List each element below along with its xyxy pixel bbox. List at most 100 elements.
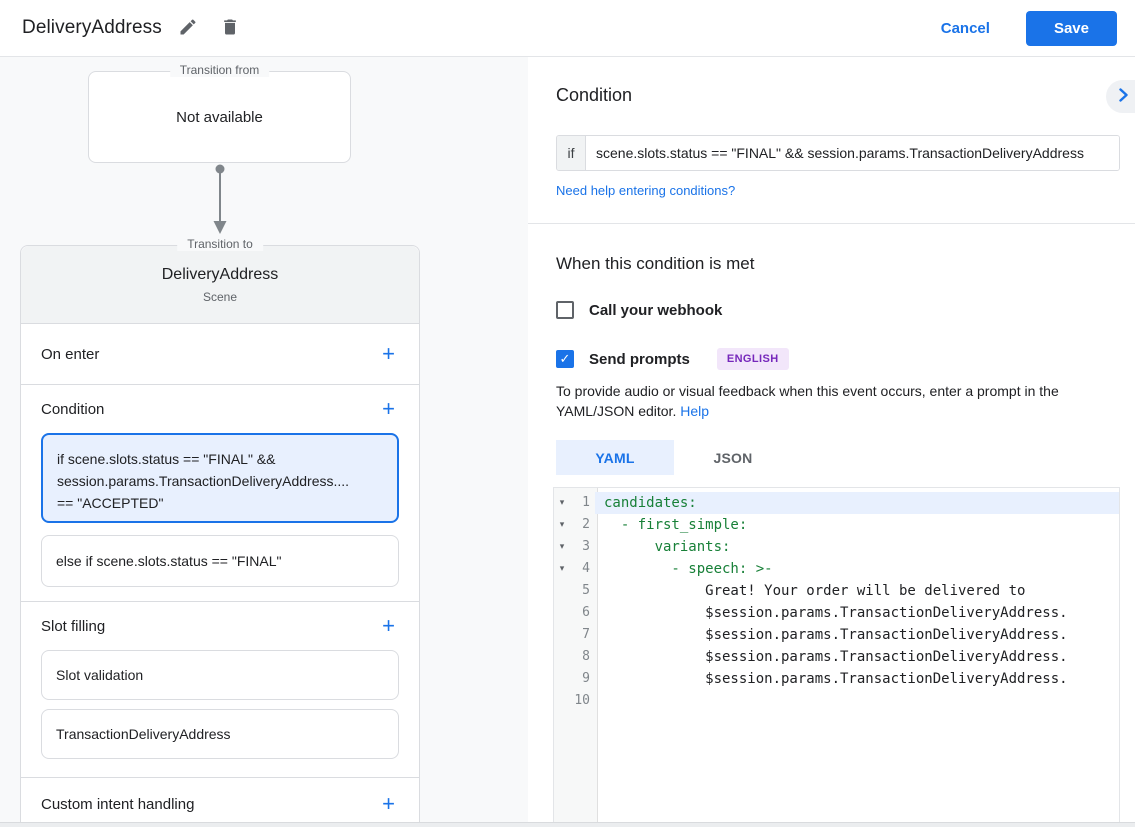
line-number: 5	[582, 583, 590, 598]
slot-filling-section: Slot filling + Slot validation Transacti…	[21, 601, 419, 777]
yaml-editor-lines: ▾ 1 candidates: ▾ 2 - first_simple: ▾3 varian…	[554, 488, 1119, 712]
add-on-enter-button[interactable]: +	[382, 341, 395, 366]
fold-arrow-icon[interactable]: ▾	[559, 542, 565, 552]
transition-to-header[interactable]: Transition to DeliveryAddress Scene	[21, 237, 419, 324]
editor-line[interactable]: 5 Great! Your order will be delivered to	[554, 580, 1119, 602]
transition-arrow-icon	[213, 164, 227, 234]
add-condition-button[interactable]: +	[382, 396, 395, 421]
line-number: 10	[574, 693, 590, 708]
transition-from-value: Not available	[176, 108, 263, 126]
code-text[interactable]: Great! Your order will be delivered to	[604, 583, 1026, 599]
code-text[interactable]: candidates:	[595, 492, 1119, 514]
fold-arrow-placeholder	[554, 602, 570, 624]
editor-gutter	[554, 488, 598, 827]
check-icon: ✓	[559, 351, 571, 367]
call-webhook-label: Call your webhook	[589, 301, 723, 319]
pencil-icon	[178, 17, 198, 40]
custom-intent-label: Custom intent handling	[41, 795, 195, 813]
condition-section-label: Condition	[41, 400, 105, 418]
yaml-editor[interactable]: ▾ 1 candidates: ▾ 2 - first_simple: ▾3 varian…	[553, 487, 1120, 827]
on-enter-label: On enter	[41, 345, 100, 363]
scene-name: DeliveryAddress	[161, 266, 279, 283]
fold-arrow-icon[interactable]: ▾	[559, 520, 565, 530]
slot-card-label: Slot validation	[56, 667, 144, 683]
on-enter-section: On enter +	[21, 324, 419, 384]
condition-panel-title: Condition	[556, 85, 633, 105]
fold-arrow-icon[interactable]: ▾	[559, 498, 565, 508]
slot-card-label: TransactionDeliveryAddress	[56, 726, 231, 742]
editor-line[interactable]: ▾ 2 - first_simple:	[554, 514, 1119, 536]
condition-line: == "ACCEPTED"	[57, 495, 164, 511]
editor-line[interactable]: ▾ 1 candidates:	[554, 492, 1119, 514]
transition-from-legend: Transition from	[169, 63, 270, 77]
tab-json[interactable]: JSON	[713, 449, 753, 466]
fold-arrow-placeholder	[554, 624, 570, 646]
condition-line: session.params.TransactionDeliveryAddres…	[57, 473, 350, 489]
editor-line[interactable]: 10	[554, 690, 1119, 712]
transition-from-box: Transition from Not available	[88, 63, 351, 163]
scene-type-label: Scene	[202, 290, 238, 304]
condition-card-else[interactable]: else if scene.slots.status == "FINAL"	[41, 535, 399, 587]
line-number: 2	[582, 517, 590, 532]
language-badge: ENGLISH	[716, 348, 789, 370]
line-number: 9	[582, 671, 590, 686]
code-text[interactable]: $session.params.TransactionDeliveryAddre…	[604, 649, 1068, 665]
editor-line[interactable]: ▾3 variants:	[554, 536, 1119, 558]
code-text[interactable]: $session.params.TransactionDeliveryAddre…	[604, 671, 1068, 687]
condition-line: if scene.slots.status == "FINAL" &&	[57, 451, 276, 467]
condition-panel: Condition if Need help entering conditio…	[528, 57, 1135, 827]
transaction-delivery-address-card[interactable]: TransactionDeliveryAddress	[41, 709, 399, 759]
prompts-description: To provide audio or visual feedback when…	[556, 381, 1118, 421]
save-button[interactable]: Save	[1025, 10, 1117, 46]
editor-line[interactable]: 7 $session.params.TransactionDeliveryAdd…	[554, 624, 1119, 646]
line-number: 8	[582, 649, 590, 664]
editor-line[interactable]: 8 $session.params.TransactionDeliveryAdd…	[554, 646, 1119, 668]
send-prompts-checkbox[interactable]: ✓	[556, 350, 574, 368]
fold-arrow-placeholder	[554, 580, 570, 602]
condition-card-active[interactable]: if scene.slots.status == "FINAL" && sess…	[41, 433, 399, 523]
code-text[interactable]: $session.params.TransactionDeliveryAddre…	[604, 605, 1068, 621]
fold-arrow-placeholder	[554, 646, 570, 668]
code-text[interactable]: variants:	[604, 539, 731, 555]
add-custom-intent-button[interactable]: +	[382, 791, 395, 816]
editor-line[interactable]: ▾4 - speech: >-	[554, 558, 1119, 580]
send-prompts-label: Send prompts	[589, 350, 690, 368]
trash-icon	[220, 17, 240, 40]
condition-expression-row: if	[556, 135, 1120, 171]
if-prefix-label: if	[557, 136, 586, 170]
slot-validation-card[interactable]: Slot validation	[41, 650, 399, 700]
editor-format-tabs: YAML JSON	[556, 440, 1120, 475]
topbar: DeliveryAddress Cancel Save	[0, 0, 1135, 57]
tab-yaml[interactable]: YAML	[556, 440, 674, 475]
code-text[interactable]: - first_simple:	[604, 517, 748, 533]
line-number: 1	[582, 495, 590, 510]
horizontal-scrollbar[interactable]	[0, 822, 1135, 827]
editor-line[interactable]: 9 $session.params.TransactionDeliveryAdd…	[554, 668, 1119, 690]
code-text[interactable]	[595, 690, 1119, 712]
condition-section: Condition + if scene.slots.status == "FI…	[21, 384, 419, 601]
fold-arrow-placeholder	[554, 690, 570, 712]
fold-arrow-placeholder	[554, 668, 570, 690]
condition-expression-input[interactable]	[586, 136, 1119, 170]
edit-title-button[interactable]	[172, 12, 204, 44]
code-text[interactable]: - speech: >-	[604, 561, 773, 577]
condition-help-link[interactable]: Need help entering conditions?	[556, 183, 736, 198]
scene-diagram-panel: Transition from Not available Transition…	[0, 57, 528, 827]
scene-card: Transition to DeliveryAddress Scene On e…	[20, 237, 420, 827]
collapse-panel-button[interactable]	[1106, 80, 1135, 113]
when-met-title: When this condition is met	[556, 254, 755, 273]
line-number: 6	[582, 605, 590, 620]
code-text[interactable]: $session.params.TransactionDeliveryAddre…	[604, 627, 1068, 643]
add-slot-button[interactable]: +	[382, 613, 395, 638]
fold-arrow-icon[interactable]: ▾	[559, 564, 565, 574]
cancel-button[interactable]: Cancel	[931, 12, 1000, 45]
condition-else-text: else if scene.slots.status == "FINAL"	[56, 553, 282, 569]
slot-filling-label: Slot filling	[41, 617, 106, 635]
delete-scene-button[interactable]	[214, 12, 246, 44]
custom-intent-section: Custom intent handling +	[21, 777, 419, 827]
call-webhook-checkbox[interactable]	[556, 301, 574, 319]
prompts-help-link[interactable]: Help	[680, 403, 710, 419]
editor-line[interactable]: 6 $session.params.TransactionDeliveryAdd…	[554, 602, 1119, 624]
section-divider	[528, 223, 1135, 224]
line-number: 7	[582, 627, 590, 642]
